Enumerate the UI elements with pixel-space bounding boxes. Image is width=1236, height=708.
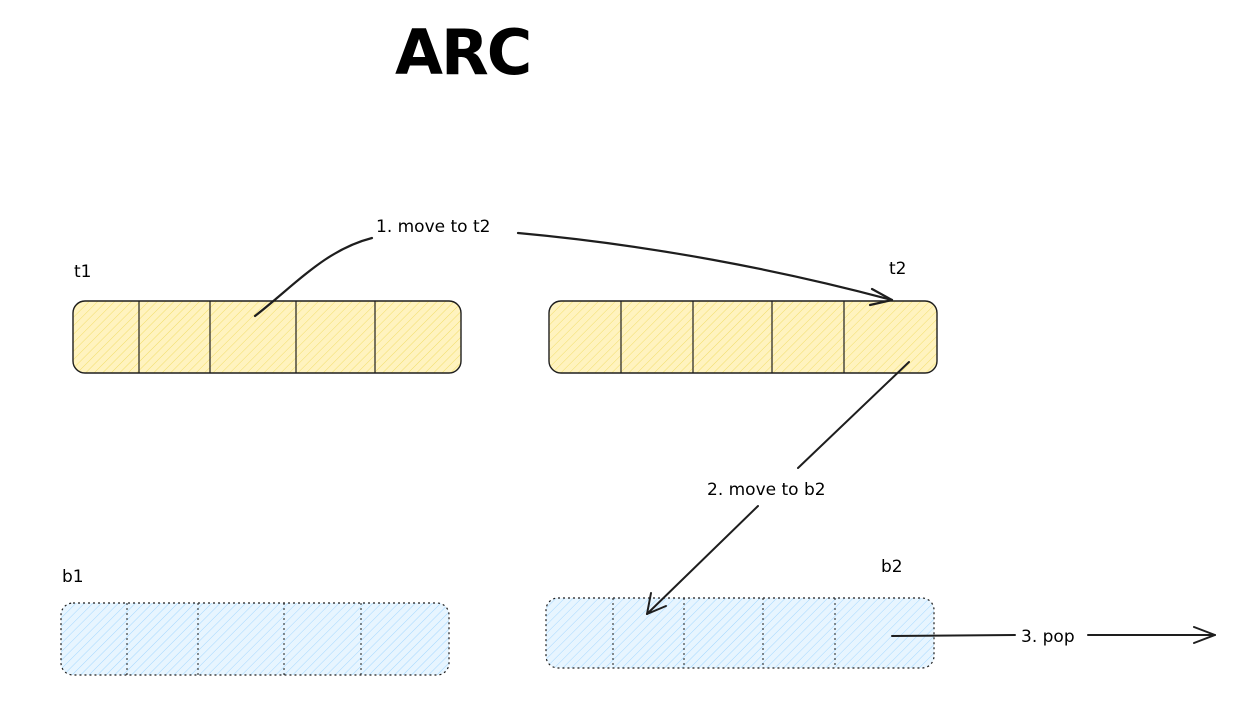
- arrowhead-icon: [1193, 626, 1216, 644]
- arrow-line-step1b: [516, 231, 894, 302]
- list-label-t2: t2: [889, 259, 906, 279]
- list-box-t1: [72, 300, 462, 374]
- list-t2: t2: [548, 259, 938, 374]
- arrow-step2: 2. move to b2: [646, 361, 910, 615]
- arrow-line-step2b: [646, 505, 759, 615]
- list-box-b1: [60, 602, 450, 676]
- arrowhead-icon: [868, 287, 894, 307]
- list-box-b2: [545, 597, 935, 669]
- arrow-line-step3a: [891, 634, 1016, 637]
- list-b2: b2: [545, 557, 935, 669]
- step-label-2: 2. move to b2: [707, 480, 826, 500]
- list-label-b1: b1: [62, 567, 84, 587]
- step-label-1: 1. move to t2: [376, 217, 490, 237]
- step-label-3: 3. pop: [1021, 627, 1075, 647]
- arrowhead-icon: [646, 592, 667, 615]
- list-label-b2: b2: [881, 557, 903, 577]
- arrow-line-step1: [253, 236, 374, 318]
- list-label-t1: t1: [74, 262, 91, 282]
- diagram-title: ARC: [395, 16, 530, 89]
- arrow-step3: 3. pop: [891, 626, 1216, 647]
- arrow-step1: 1. move to t2: [253, 217, 894, 318]
- list-box-t2: [548, 300, 938, 374]
- arrow-line-step2a: [797, 361, 910, 469]
- list-t1: t1: [72, 262, 462, 374]
- list-b1: b1: [60, 567, 450, 676]
